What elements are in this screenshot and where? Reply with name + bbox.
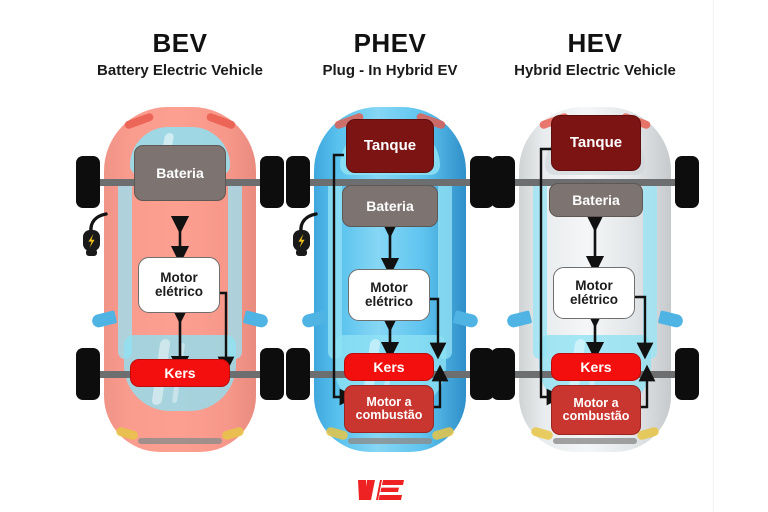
motor-label-line2: elétrico (154, 284, 204, 299)
lightning-bolt-icon (298, 234, 305, 248)
combustao-label-line2: combustão (562, 409, 630, 423)
full-name-label-hev: Hybrid Electric Vehicle (514, 62, 676, 79)
heading-abbr-phev: PHEV (285, 30, 495, 56)
side-window-left (118, 179, 132, 359)
charging-plug-icon (83, 212, 108, 256)
charging-plug-icon (293, 212, 318, 256)
heading-full-phev: Plug - In Hybrid EV (285, 62, 495, 79)
abbr-label-phev: PHEV (353, 28, 427, 58)
front-bumper (553, 438, 637, 444)
car-diagram-bev: Bateria Motor elétrico Kers (76, 107, 284, 452)
component-box-tanque[interactable]: Tanque (346, 119, 434, 173)
wheel-rear-left (76, 156, 100, 208)
combustao-label-line2: combustão (355, 408, 423, 422)
component-box-bateria[interactable]: Bateria (134, 145, 226, 201)
wheel-front-left (286, 348, 310, 400)
abbr-label-bev: BEV (152, 28, 208, 58)
combustao-label-line1: Motor a (573, 395, 619, 410)
side-window-right (643, 179, 657, 359)
car-diagram-phev: Tanque Bateria Motor elétrico Kers Motor… (286, 107, 494, 452)
full-name-label-phev: Plug - In Hybrid EV (322, 62, 458, 79)
heading-abbr-bev: BEV (75, 30, 285, 56)
rear-axle (296, 179, 484, 186)
front-bumper (138, 438, 222, 444)
heading-full-bev: Battery Electric Vehicle (75, 62, 285, 79)
component-box-kers[interactable]: Kers (551, 353, 641, 381)
component-box-bateria[interactable]: Bateria (342, 185, 438, 227)
component-box-kers[interactable]: Kers (130, 359, 230, 387)
side-window-right (228, 179, 242, 359)
wheel-rear-right (675, 156, 699, 208)
component-box-motor-eletrico[interactable]: Motor elétrico (138, 257, 220, 313)
lightning-bolt-icon (88, 234, 95, 248)
motor-label-line2: elétrico (569, 292, 619, 307)
component-box-tanque[interactable]: Tanque (551, 115, 641, 171)
component-box-motor-combustao[interactable]: Motor a combustão (344, 385, 434, 433)
combustao-label-line1: Motor a (366, 394, 412, 409)
energy-flow-arrows-phev (332, 153, 449, 409)
wheel-rear-left (286, 156, 310, 208)
side-window-right (438, 179, 452, 359)
component-box-motor-combustao[interactable]: Motor a combustão (551, 385, 641, 435)
wheel-front-left (76, 348, 100, 400)
wheel-front-right (260, 348, 284, 400)
page-edge-rule (713, 0, 714, 512)
abbr-label-hev: HEV (567, 28, 623, 58)
component-box-bateria[interactable]: Bateria (549, 183, 643, 217)
ve-logo (358, 480, 404, 500)
motor-label-line1: Motor (575, 277, 613, 293)
heading-abbr-hev: HEV (490, 30, 700, 56)
wheel-front-left (491, 348, 515, 400)
energy-flow-arrows-hev (539, 147, 656, 409)
front-bumper (348, 438, 432, 444)
vehicle-column-phev: PHEV Plug - In Hybrid EV (285, 0, 495, 512)
component-box-kers[interactable]: Kers (344, 353, 434, 381)
component-box-motor-eletrico[interactable]: Motor elétrico (348, 269, 430, 321)
vehicle-column-bev: BEV Battery Electric Vehicle (75, 0, 285, 512)
car-diagram-hev: Tanque Bateria Motor elétrico Kers Motor… (491, 107, 699, 452)
vehicle-column-hev: HEV Hybrid Electric Vehicle (490, 0, 700, 512)
rear-axle (501, 179, 689, 186)
wheel-rear-right (260, 156, 284, 208)
motor-label-line2: elétrico (364, 294, 414, 309)
motor-label-line1: Motor (160, 269, 198, 285)
wheel-front-right (675, 348, 699, 400)
full-name-label-bev: Battery Electric Vehicle (97, 62, 263, 79)
component-box-motor-eletrico[interactable]: Motor elétrico (553, 267, 635, 319)
wheel-front-right (470, 348, 494, 400)
heading-full-hev: Hybrid Electric Vehicle (490, 62, 700, 79)
wheel-rear-left (491, 156, 515, 208)
motor-label-line1: Motor (370, 279, 408, 295)
wheel-rear-right (470, 156, 494, 208)
